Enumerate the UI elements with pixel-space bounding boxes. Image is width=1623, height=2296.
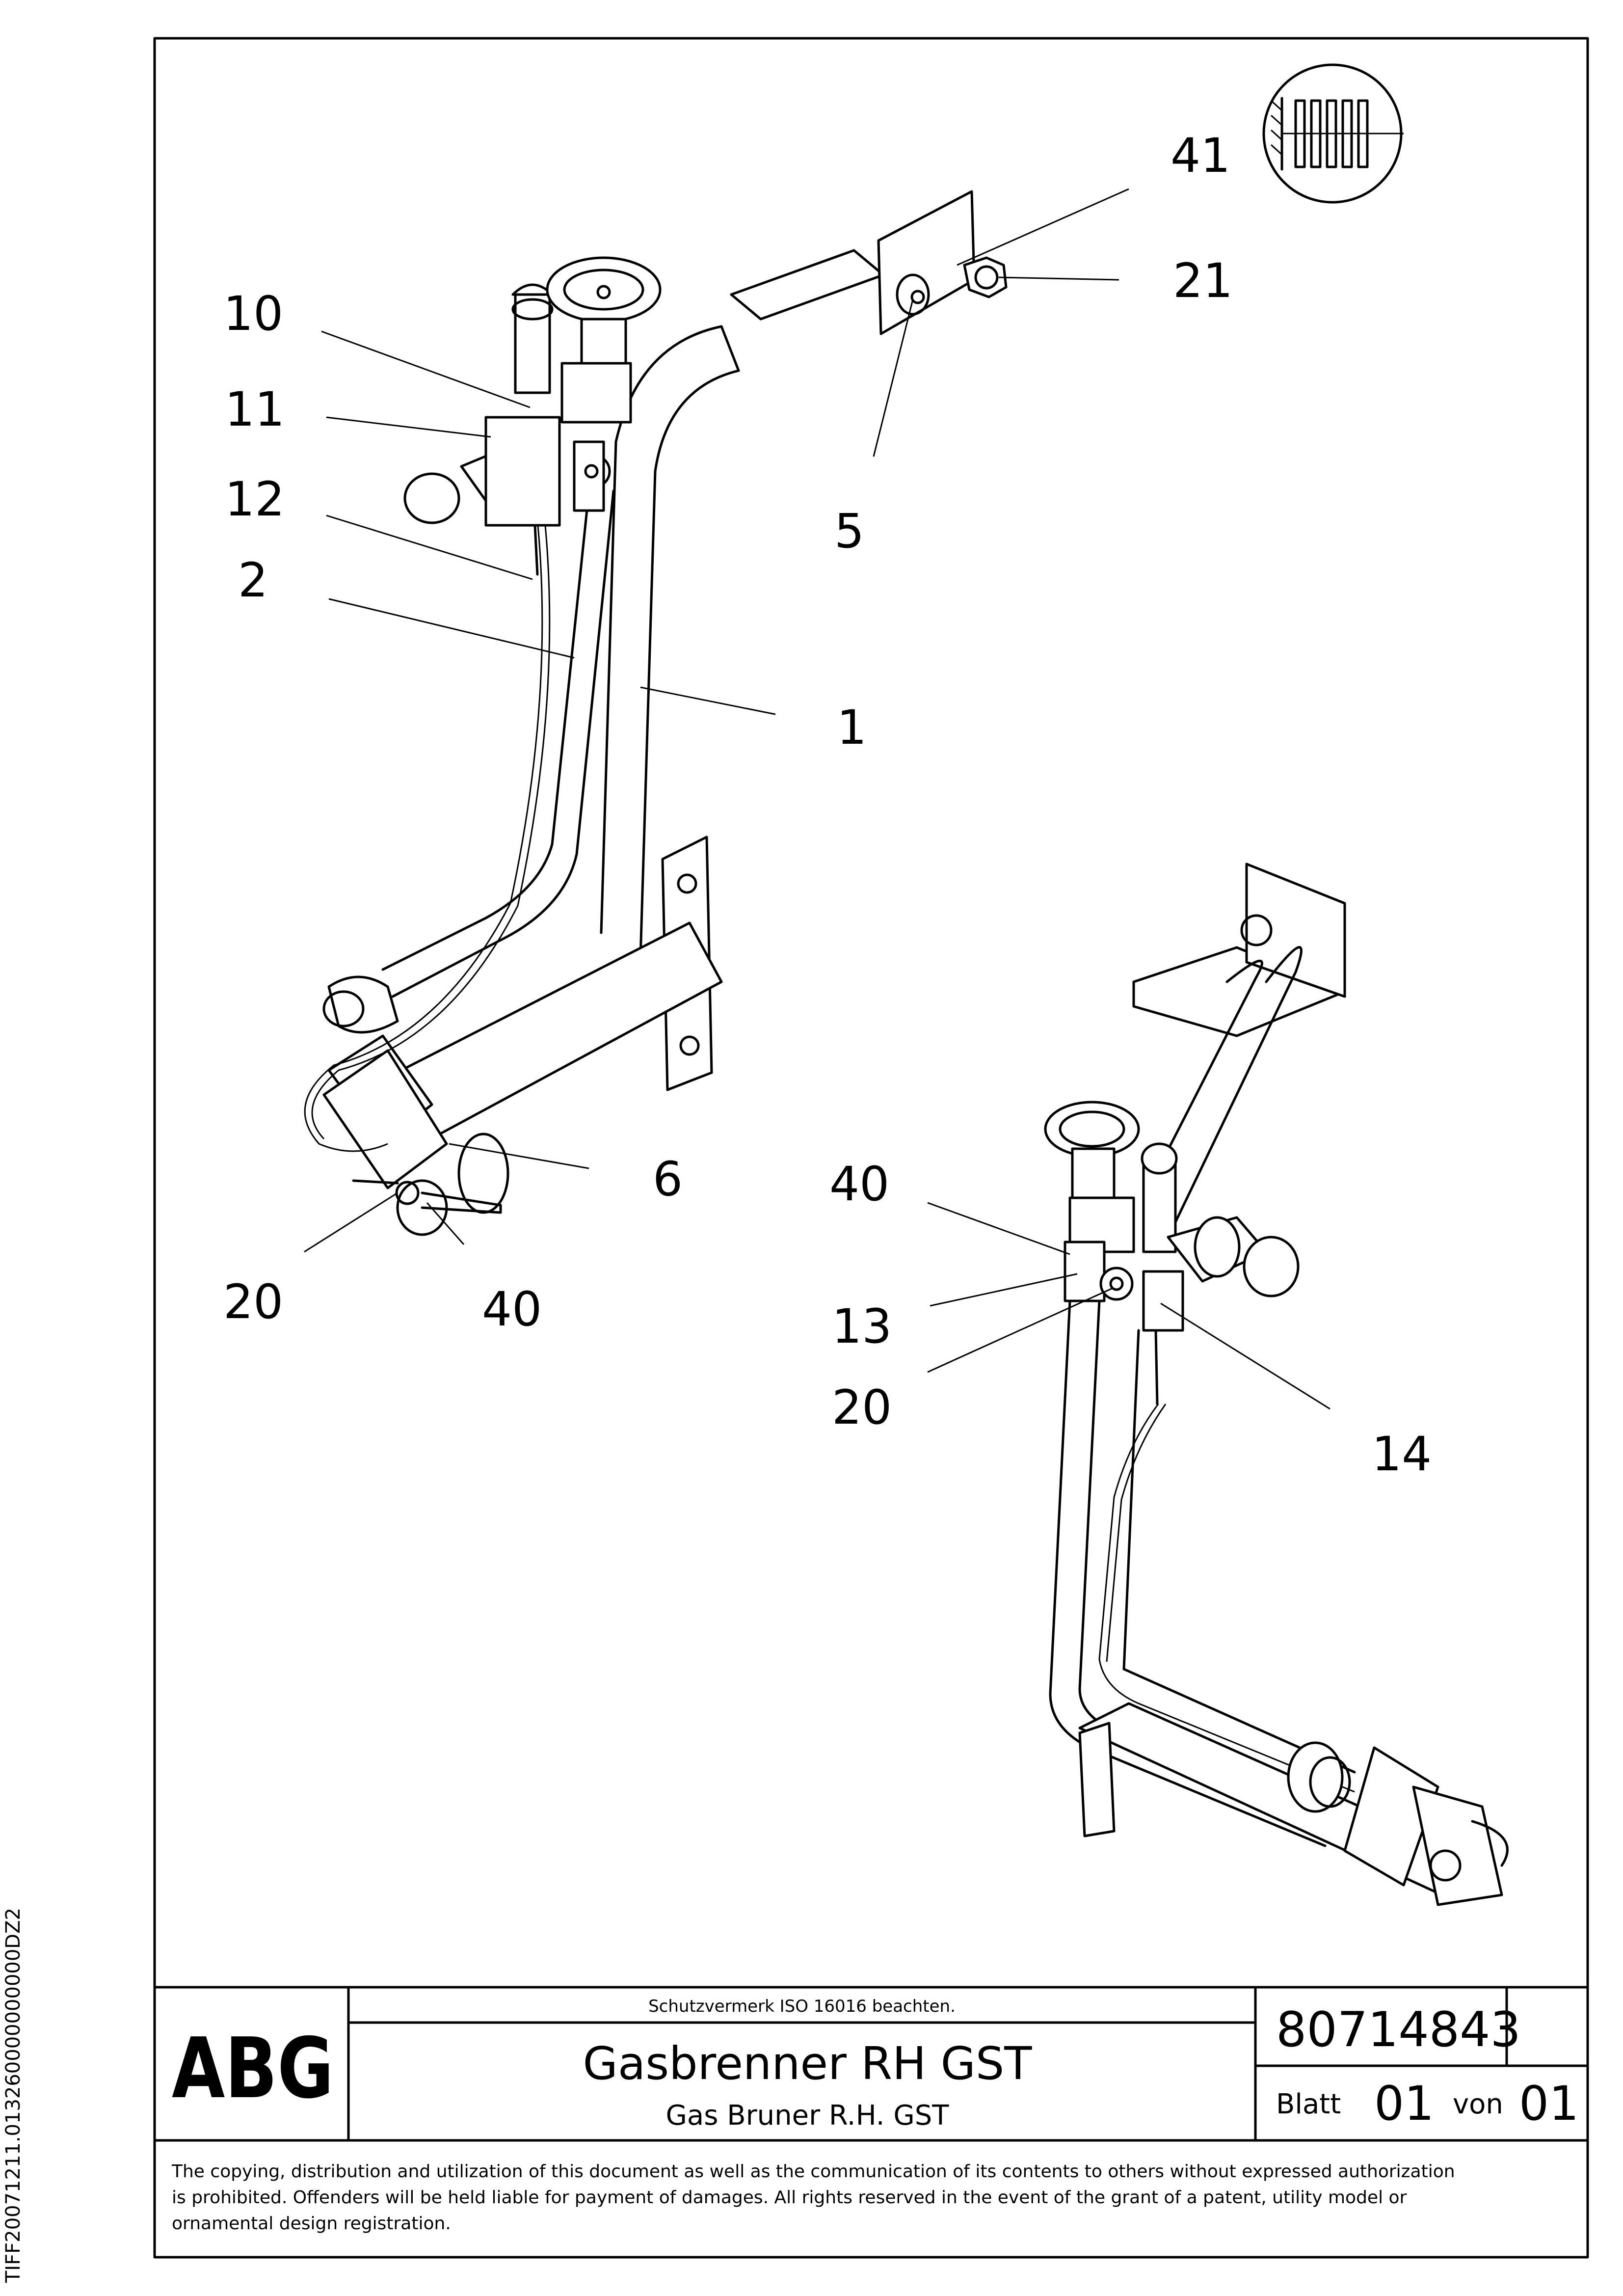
callout-2: 2 — [238, 553, 268, 608]
copyright-line-3: ornamental design registration. — [172, 2214, 451, 2234]
lower-burner-assembly — [1044, 863, 1509, 1906]
drawing-subtitle: Gas Bruner R.H. GST — [666, 2100, 950, 2132]
sheet-label: Blatt — [1276, 2088, 1341, 2120]
callout-6: 6 — [653, 1152, 683, 1207]
copyright-line-1: The copying, distribution and utilizatio… — [171, 2161, 1455, 2182]
callout-20-lower: 20 — [832, 1380, 892, 1435]
copyright-notice: The copying, distribution and utilizatio… — [171, 2161, 1455, 2234]
callout-1: 1 — [837, 700, 867, 755]
detail-circle-41 — [1262, 63, 1404, 204]
callout-14: 14 — [1372, 1427, 1432, 1482]
callout-10: 10 — [223, 286, 283, 341]
sheet-number: 01 — [1374, 2076, 1434, 2131]
title-block: ABG Schutzvermerk ISO 16016 beachten. Ga… — [153, 1986, 1589, 2142]
callout-5: 5 — [834, 504, 864, 559]
protection-note: Schutzvermerk ISO 16016 beachten. — [648, 1997, 956, 2016]
callout-12: 12 — [225, 472, 285, 527]
callout-40-upper: 40 — [482, 1282, 542, 1337]
callout-40-lower: 40 — [829, 1157, 889, 1212]
side-document-code: TIFF20071211.013260000000000DZ2 — [2, 1908, 25, 2283]
callout-21: 21 — [1173, 253, 1233, 308]
callout-41: 41 — [1171, 128, 1230, 183]
drawing-frame — [153, 37, 1589, 2259]
callout-20-upper: 20 — [223, 1274, 283, 1329]
abg-logo: ABG — [172, 2020, 334, 2117]
copyright-line-2: is prohibited. Offenders will be held li… — [172, 2188, 1407, 2208]
callout-13: 13 — [832, 1299, 892, 1354]
technical-drawing: 10 11 12 2 1 5 41 21 6 20 40 40 13 20 14 — [223, 63, 1509, 1906]
upper-burner-assembly — [304, 190, 1008, 1236]
leader-lines — [304, 188, 1330, 1410]
drawing-title: Gasbrenner RH GST — [583, 2037, 1033, 2090]
callout-11: 11 — [225, 382, 285, 437]
of-label: von — [1453, 2088, 1503, 2120]
sheet-total: 01 — [1519, 2076, 1579, 2131]
drawing-number: 80714843 — [1276, 2002, 1521, 2058]
